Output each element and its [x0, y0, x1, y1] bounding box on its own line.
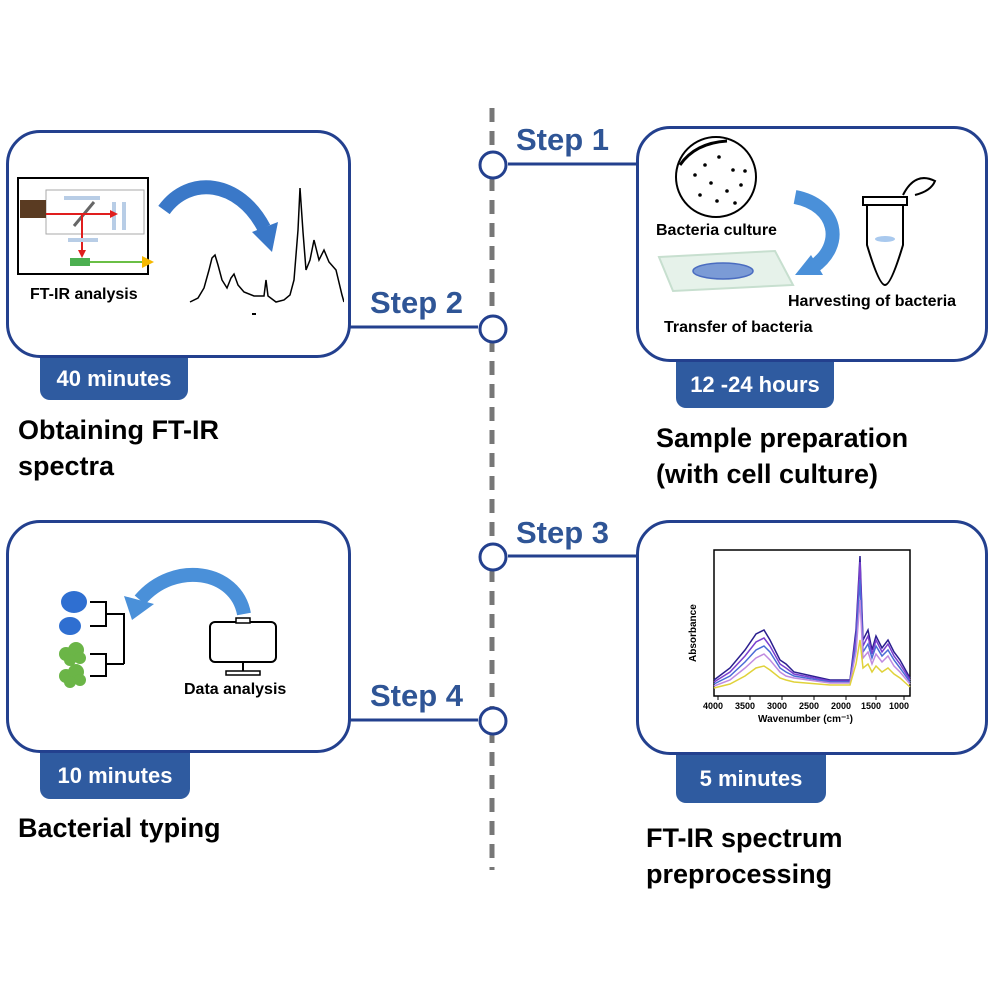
- step1-time-badge: 12 -24 hours: [676, 362, 834, 408]
- ftir-analysis-label: FT-IR analysis: [30, 286, 138, 303]
- step3-time-badge: 5 minutes: [676, 755, 826, 803]
- x-tick-2000: 2000: [831, 701, 852, 711]
- step4-box: [6, 520, 351, 753]
- ftir-spectrum-chart: [713, 549, 911, 700]
- bacteria-culture-label: Bacteria culture: [656, 222, 777, 239]
- transfer-label: Transfer of bacteria: [664, 319, 813, 336]
- x-tick-1500: 1500: [861, 701, 882, 711]
- step4-node: [478, 706, 508, 736]
- x-tick-3500: 3500: [735, 701, 756, 711]
- step2-label: Step 2: [370, 285, 464, 320]
- step2-time-badge: 40 minutes: [40, 358, 188, 400]
- bacterial-typing-illustration: [59, 567, 277, 688]
- x-axis-label: Wavenumber (cm⁻¹): [758, 714, 853, 725]
- step4-title: Bacterial typing: [18, 813, 221, 843]
- step1-node: [478, 150, 508, 180]
- sample-prep-illustration: [657, 136, 937, 293]
- x-tick-2500: 2500: [799, 701, 820, 711]
- x-tick-1000: 1000: [889, 701, 910, 711]
- step2-node: [478, 314, 508, 344]
- data-analysis-label: Data analysis: [184, 681, 287, 698]
- step1-label: Step 1: [516, 122, 610, 157]
- x-tick-3000: 3000: [767, 701, 788, 711]
- step1-title: Sample preparation (with cell culture): [656, 423, 909, 489]
- ftir-instrument-illustration: [17, 177, 344, 315]
- step4-label: Step 4: [370, 678, 464, 713]
- step4-time-badge: 10 minutes: [40, 753, 190, 799]
- harvesting-label: Harvesting of bacteria: [788, 293, 957, 310]
- x-tick-4000: 4000: [703, 701, 724, 711]
- step2-title: Obtaining FT-IR spectra: [18, 415, 219, 481]
- y-axis-label: Absorbance: [688, 604, 699, 662]
- step3-title: FT-IR spectrum preprocessing: [646, 823, 843, 889]
- step3-node: [478, 542, 508, 572]
- step3-label: Step 3: [516, 515, 610, 550]
